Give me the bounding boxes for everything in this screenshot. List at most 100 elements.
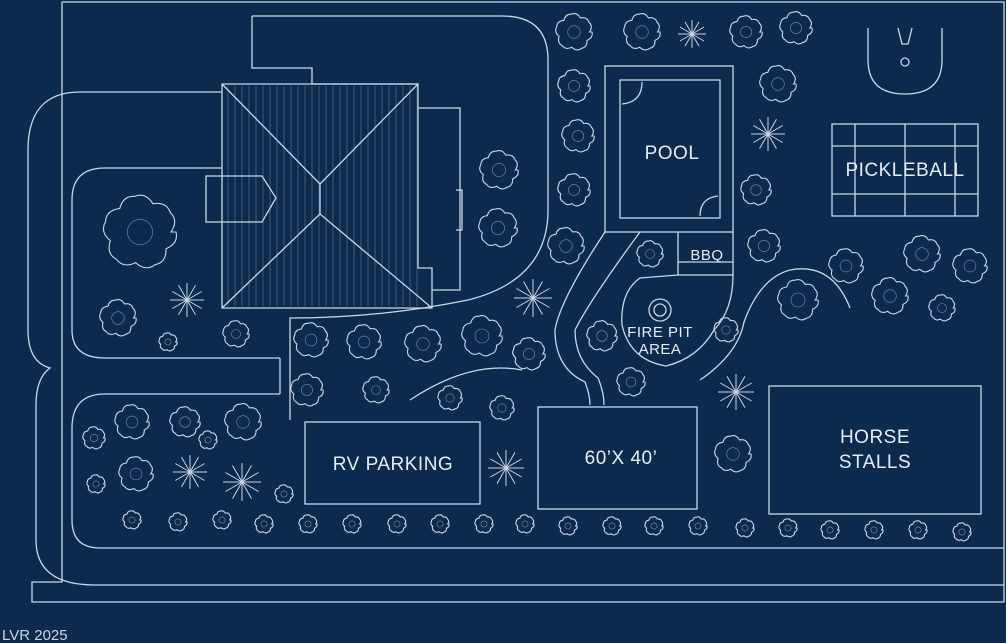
small-shrub-icon — [198, 430, 218, 450]
round-tree-icon — [557, 173, 591, 207]
small-shrub-icon — [908, 520, 928, 540]
round-tree-icon — [461, 315, 503, 357]
house-roof — [205, 83, 433, 309]
round-tree-icon — [346, 324, 382, 360]
small-shrub-icon — [474, 514, 494, 534]
round-tree-icon — [729, 15, 763, 49]
shop-label: 60’X 40’ — [585, 448, 658, 469]
pool-step-nw — [621, 81, 643, 105]
house-outline — [252, 15, 549, 420]
small-shrub-icon — [86, 474, 106, 494]
round-tree-icon — [623, 13, 661, 51]
round-tree-icon — [290, 373, 324, 407]
horse-stalls-label-line2: STALLS — [839, 452, 911, 473]
round-tree-icon — [928, 294, 956, 322]
small-shrub-icon — [864, 520, 884, 540]
pool-step-se — [699, 195, 719, 217]
horse-stalls-label-line1: HORSE — [840, 427, 910, 448]
fire-pit-patio — [621, 274, 734, 367]
small-shrub-icon — [298, 514, 318, 534]
round-tree-icon — [293, 322, 329, 358]
round-tree-icon — [362, 376, 390, 404]
round-tree-icon — [557, 69, 591, 103]
fire-pit-label-line2: AREA — [639, 341, 682, 358]
small-shrub-icon — [820, 520, 840, 540]
round-tree-icon — [479, 150, 519, 190]
round-tree-icon — [114, 404, 150, 440]
palm-tree-icon — [751, 117, 785, 151]
round-tree-icon — [747, 229, 781, 263]
house-east-wall — [418, 107, 461, 291]
round-tree-icon — [547, 227, 585, 265]
palm-tree-icon — [718, 374, 754, 410]
round-tree-icon — [99, 299, 137, 337]
garden-path-west — [554, 231, 606, 406]
small-shrub-icon — [82, 426, 106, 450]
property-boundary — [31, 1, 1005, 603]
round-tree-icon — [636, 240, 664, 268]
round-tree-icon — [561, 119, 595, 153]
landscape-trees — [82, 11, 988, 542]
rv-parking-label: RV PARKING — [333, 454, 453, 475]
palm-tree-icon — [678, 20, 706, 48]
round-tree-icon — [903, 235, 941, 273]
bbq-wall — [677, 232, 734, 276]
rv-parking — [304, 421, 481, 505]
small-shrub-icon — [644, 516, 664, 536]
small-shrub-icon — [168, 512, 188, 532]
round-tree-icon — [478, 208, 518, 248]
garden-path-curve — [409, 367, 523, 401]
round-tree-icon — [437, 385, 463, 411]
driveway-outer-edge — [27, 91, 1004, 586]
fire-pit-ring-inner — [653, 303, 667, 317]
small-shrub-icon — [735, 518, 755, 538]
round-tree-icon — [118, 456, 154, 492]
round-tree-icon — [102, 194, 177, 269]
small-shrub-icon — [778, 518, 798, 538]
round-tree-icon — [714, 435, 752, 473]
round-tree-icon — [222, 320, 250, 348]
garage-wall — [251, 16, 418, 85]
round-tree-icon — [713, 317, 739, 343]
pool-label: POOL — [645, 143, 700, 164]
small-shrub-icon — [212, 510, 232, 530]
small-shrub-icon — [254, 514, 274, 534]
fire-pit-ring-outer — [648, 298, 672, 322]
round-tree-icon — [777, 279, 819, 321]
driveway-inner-edge-south — [71, 393, 1004, 549]
round-tree-icon — [740, 174, 772, 206]
pool — [619, 79, 721, 219]
round-tree-icon — [779, 11, 813, 45]
horse-stalls — [768, 385, 982, 515]
garden-path-east — [574, 231, 641, 406]
round-tree-icon — [871, 277, 909, 315]
small-shrub-icon — [122, 510, 142, 530]
small-shrub-icon — [688, 516, 708, 536]
round-tree-icon — [224, 403, 262, 441]
round-tree-icon — [586, 320, 618, 352]
round-tree-icon — [404, 325, 442, 363]
pickleball-court — [831, 123, 979, 217]
pool-deck — [604, 65, 734, 233]
basketball-half-court — [867, 27, 943, 95]
bbq-label: BBQ — [690, 247, 723, 264]
round-tree-icon — [616, 367, 646, 397]
watermark: LVR 2025 — [2, 627, 68, 643]
garden-edge-east — [699, 268, 851, 381]
small-shrub-icon — [602, 516, 622, 536]
small-shrub-icon — [387, 514, 407, 534]
fire-pit-label-line1: FIRE PIT — [627, 324, 693, 341]
round-tree-icon — [952, 248, 988, 284]
round-tree-icon — [512, 337, 546, 371]
round-tree-icon — [169, 406, 201, 438]
shop-building — [537, 406, 698, 510]
small-shrub-icon — [515, 514, 535, 534]
pickleball-label: PICKLEBALL — [845, 160, 964, 181]
round-tree-icon — [555, 13, 593, 51]
palm-tree-icon — [170, 283, 204, 317]
small-shrub-icon — [158, 332, 178, 352]
palm-tree-icon — [173, 455, 207, 489]
house-east-detail — [456, 189, 463, 231]
